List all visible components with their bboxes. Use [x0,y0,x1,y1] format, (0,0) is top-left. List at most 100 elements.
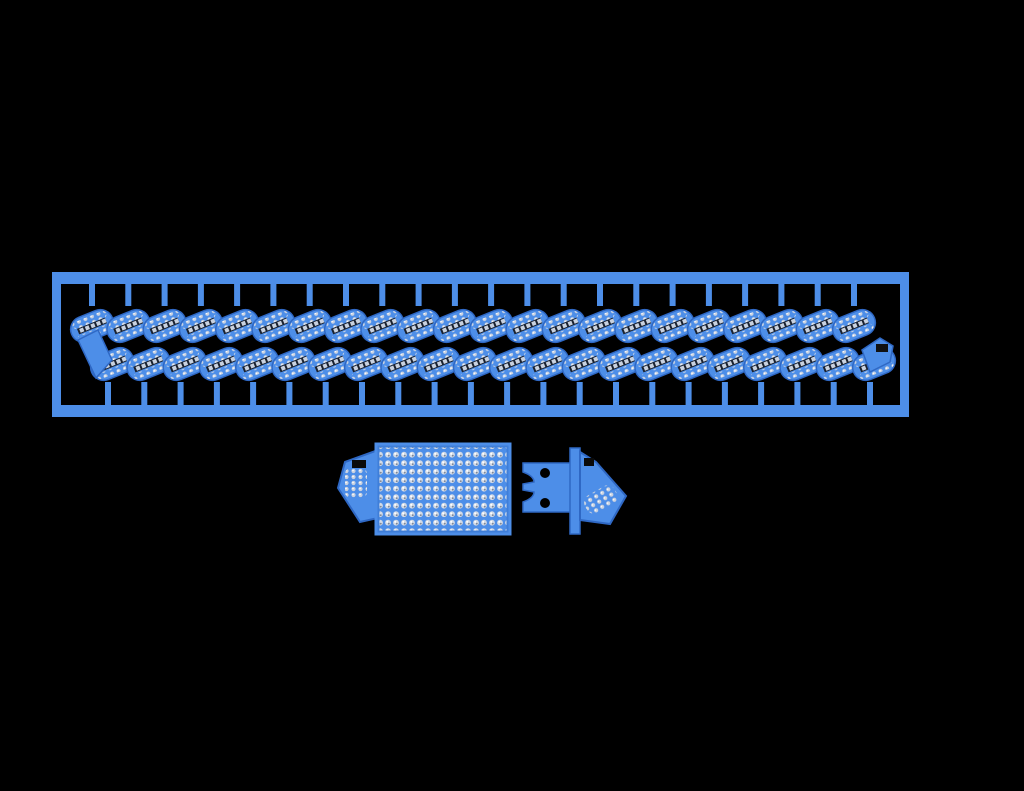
sprue-frame-right [900,272,909,417]
sprue-frame-bottom [52,405,909,417]
sprue-pin [105,382,111,405]
clasp-tongue-hole-top [540,468,550,478]
sprue-pin [467,382,474,405]
chain-link [541,308,586,344]
chain-link [469,308,514,344]
sprue-pin [721,382,728,405]
chain-link [343,346,389,382]
cuban-link-chain-casting-tree [52,272,909,417]
sprue-pin [669,284,676,306]
chain-link [106,308,151,344]
clasp-tongue-with-hinge [522,447,628,535]
sprue-pin [306,284,313,306]
sprue-pin [161,284,168,306]
sprue-pin [685,382,692,405]
chain-link [198,346,243,382]
chain-link [307,346,352,382]
chain-link [634,346,679,382]
sprue-pin [286,382,293,405]
chain-link [614,308,659,344]
sprue-pin [742,284,749,306]
sprue-pin [851,284,857,306]
chain-link [323,308,369,344]
sprue-pin [524,284,531,306]
chain-link [489,346,534,382]
chain-link [795,308,840,344]
chain-link [779,346,824,382]
clasp-tongue-hole-bottom [540,498,550,508]
sprue-pin [560,284,567,306]
chain-link [686,308,731,344]
chain-link [360,308,405,344]
chain-link [178,308,223,344]
chain-link [251,308,296,344]
clasp-tongue-plate [569,447,581,535]
chain-link [142,308,187,344]
pave-box-clasp-body [336,442,512,536]
chain-link [706,346,751,382]
sprue-pin [177,382,184,405]
sprue-pin [270,284,277,306]
chain-link [396,308,441,344]
chain-link [215,308,260,344]
sprue-pin [504,382,511,405]
sprue-pin [867,382,873,405]
sprue-pin [250,382,257,405]
chain-link [416,346,461,382]
chain-link [452,346,497,382]
sprue-pin [540,382,547,405]
clasp-body-pave-panel [376,444,510,534]
sprue-pin [794,382,801,405]
chain-link [287,308,332,344]
sprue-pin [359,382,365,405]
sprue-pin [830,382,837,405]
sprue-pin [649,382,656,405]
chain-link [650,308,695,344]
sprue-pin [814,284,821,306]
chain-link [162,346,207,382]
sprue-pin [758,382,765,405]
sprue-pin [576,382,583,405]
chain-link [831,308,877,344]
chain-link [670,346,715,382]
sprue-pin [488,284,495,306]
sprue-pin [451,284,458,306]
chain-link [561,346,606,382]
chain-link [597,346,643,382]
chain-link [759,308,804,344]
chain-link [577,308,623,344]
sprue-pin [379,284,386,306]
clasp-tongue-notched-bar [522,462,573,513]
chain-link [126,346,171,382]
chain-link [723,308,768,344]
sprue-pin [705,284,712,306]
chain-link [505,308,550,344]
sprue-pin [343,284,349,306]
chain-link [815,346,860,382]
sprue-pin [213,382,220,405]
sprue-pin [395,382,402,405]
chain-link [235,346,280,382]
chain-links-upper-row [69,308,877,344]
sprue-pin [431,382,438,405]
chain-link [380,346,425,382]
chain-link [743,346,788,382]
sprue-pin [633,284,640,306]
clasp-end-loop-stones [345,468,367,498]
clasp-body-border [374,442,512,536]
chain-link [271,346,316,382]
sprue-pin [234,284,241,306]
sprue-pin [322,382,329,405]
sprue-pins [89,284,873,405]
sprue-pin [415,284,422,306]
clasp-end-link-opening [584,458,594,466]
sprue-pin [597,284,603,306]
clasp-end-loop-opening [352,460,366,468]
sprue-pin [141,382,148,405]
chain-link [525,346,570,382]
chain-link [432,308,477,344]
sprue-pin [89,284,95,306]
clasp-end-link-stones [584,485,618,514]
